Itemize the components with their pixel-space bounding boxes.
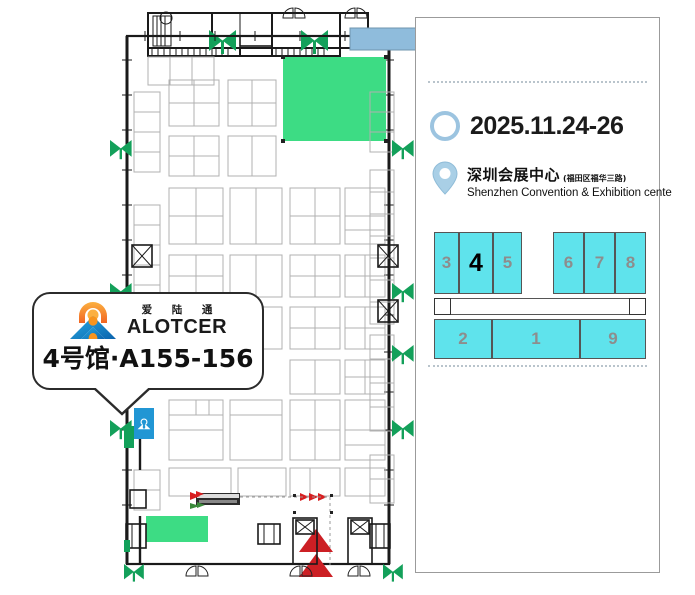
brand-name-en: ALOTCER (126, 316, 228, 339)
ring-icon (430, 111, 460, 141)
event-venue-row: 深圳会展中心 (福田区福华三路) Shenzhen Convention & E… (432, 161, 672, 199)
hall-block-8[interactable]: 8 (615, 232, 646, 294)
event-info-panel: 2025.11.24-26 深圳会展中心 (福田区福华三路) Shenzhen … (415, 17, 672, 573)
booth-location-marker[interactable] (134, 408, 154, 439)
booth-number-label: 4号馆·A155-156 (42, 344, 254, 373)
divider-bottom (428, 365, 647, 367)
alotcer-marker-icon (137, 417, 151, 429)
map-pin-icon (432, 161, 458, 195)
callout-tail (93, 388, 151, 416)
hall-block-2[interactable]: 2 (434, 319, 492, 359)
hall-block-9[interactable]: 9 (580, 319, 646, 359)
alotcer-sun-mountain-icon (69, 302, 116, 339)
hall-block-4[interactable]: 4 (459, 232, 493, 294)
event-date-row: 2025.11.24-26 (430, 111, 624, 141)
brand-name-cn: 爱 陆 通 (141, 303, 221, 316)
event-date: 2025.11.24-26 (470, 111, 624, 140)
floorplan-drawing (110, 7, 415, 582)
hall-block-5[interactable]: 5 (493, 232, 522, 294)
brand-logo: 爱 陆 通 ALOTCER (32, 300, 264, 342)
venue-name-cn: 深圳会展中心 (467, 166, 561, 184)
divider-top (428, 81, 647, 83)
hall-block-3[interactable]: 3 (434, 232, 459, 294)
venue-name-en: Shenzhen Convention & Exhibition cente (467, 187, 672, 199)
central-corridor (434, 298, 646, 315)
corridor-cap-left (434, 298, 451, 315)
hall-block-1[interactable]: 1 (492, 319, 580, 359)
venue-text-block: 深圳会展中心 (福田区福华三路) Shenzhen Convention & E… (467, 161, 672, 199)
venue-address-cn: (福田区福华三路) (563, 174, 627, 183)
hall-overview-map: 3 4 5 6 7 8 2 1 9 (434, 232, 646, 359)
hall-block-7[interactable]: 7 (584, 232, 615, 294)
booth-callout: 爱 陆 通 ALOTCER 4号馆·A155-156 (32, 292, 264, 416)
corridor-cap-right (629, 298, 646, 315)
hall-block-6[interactable]: 6 (553, 232, 584, 294)
